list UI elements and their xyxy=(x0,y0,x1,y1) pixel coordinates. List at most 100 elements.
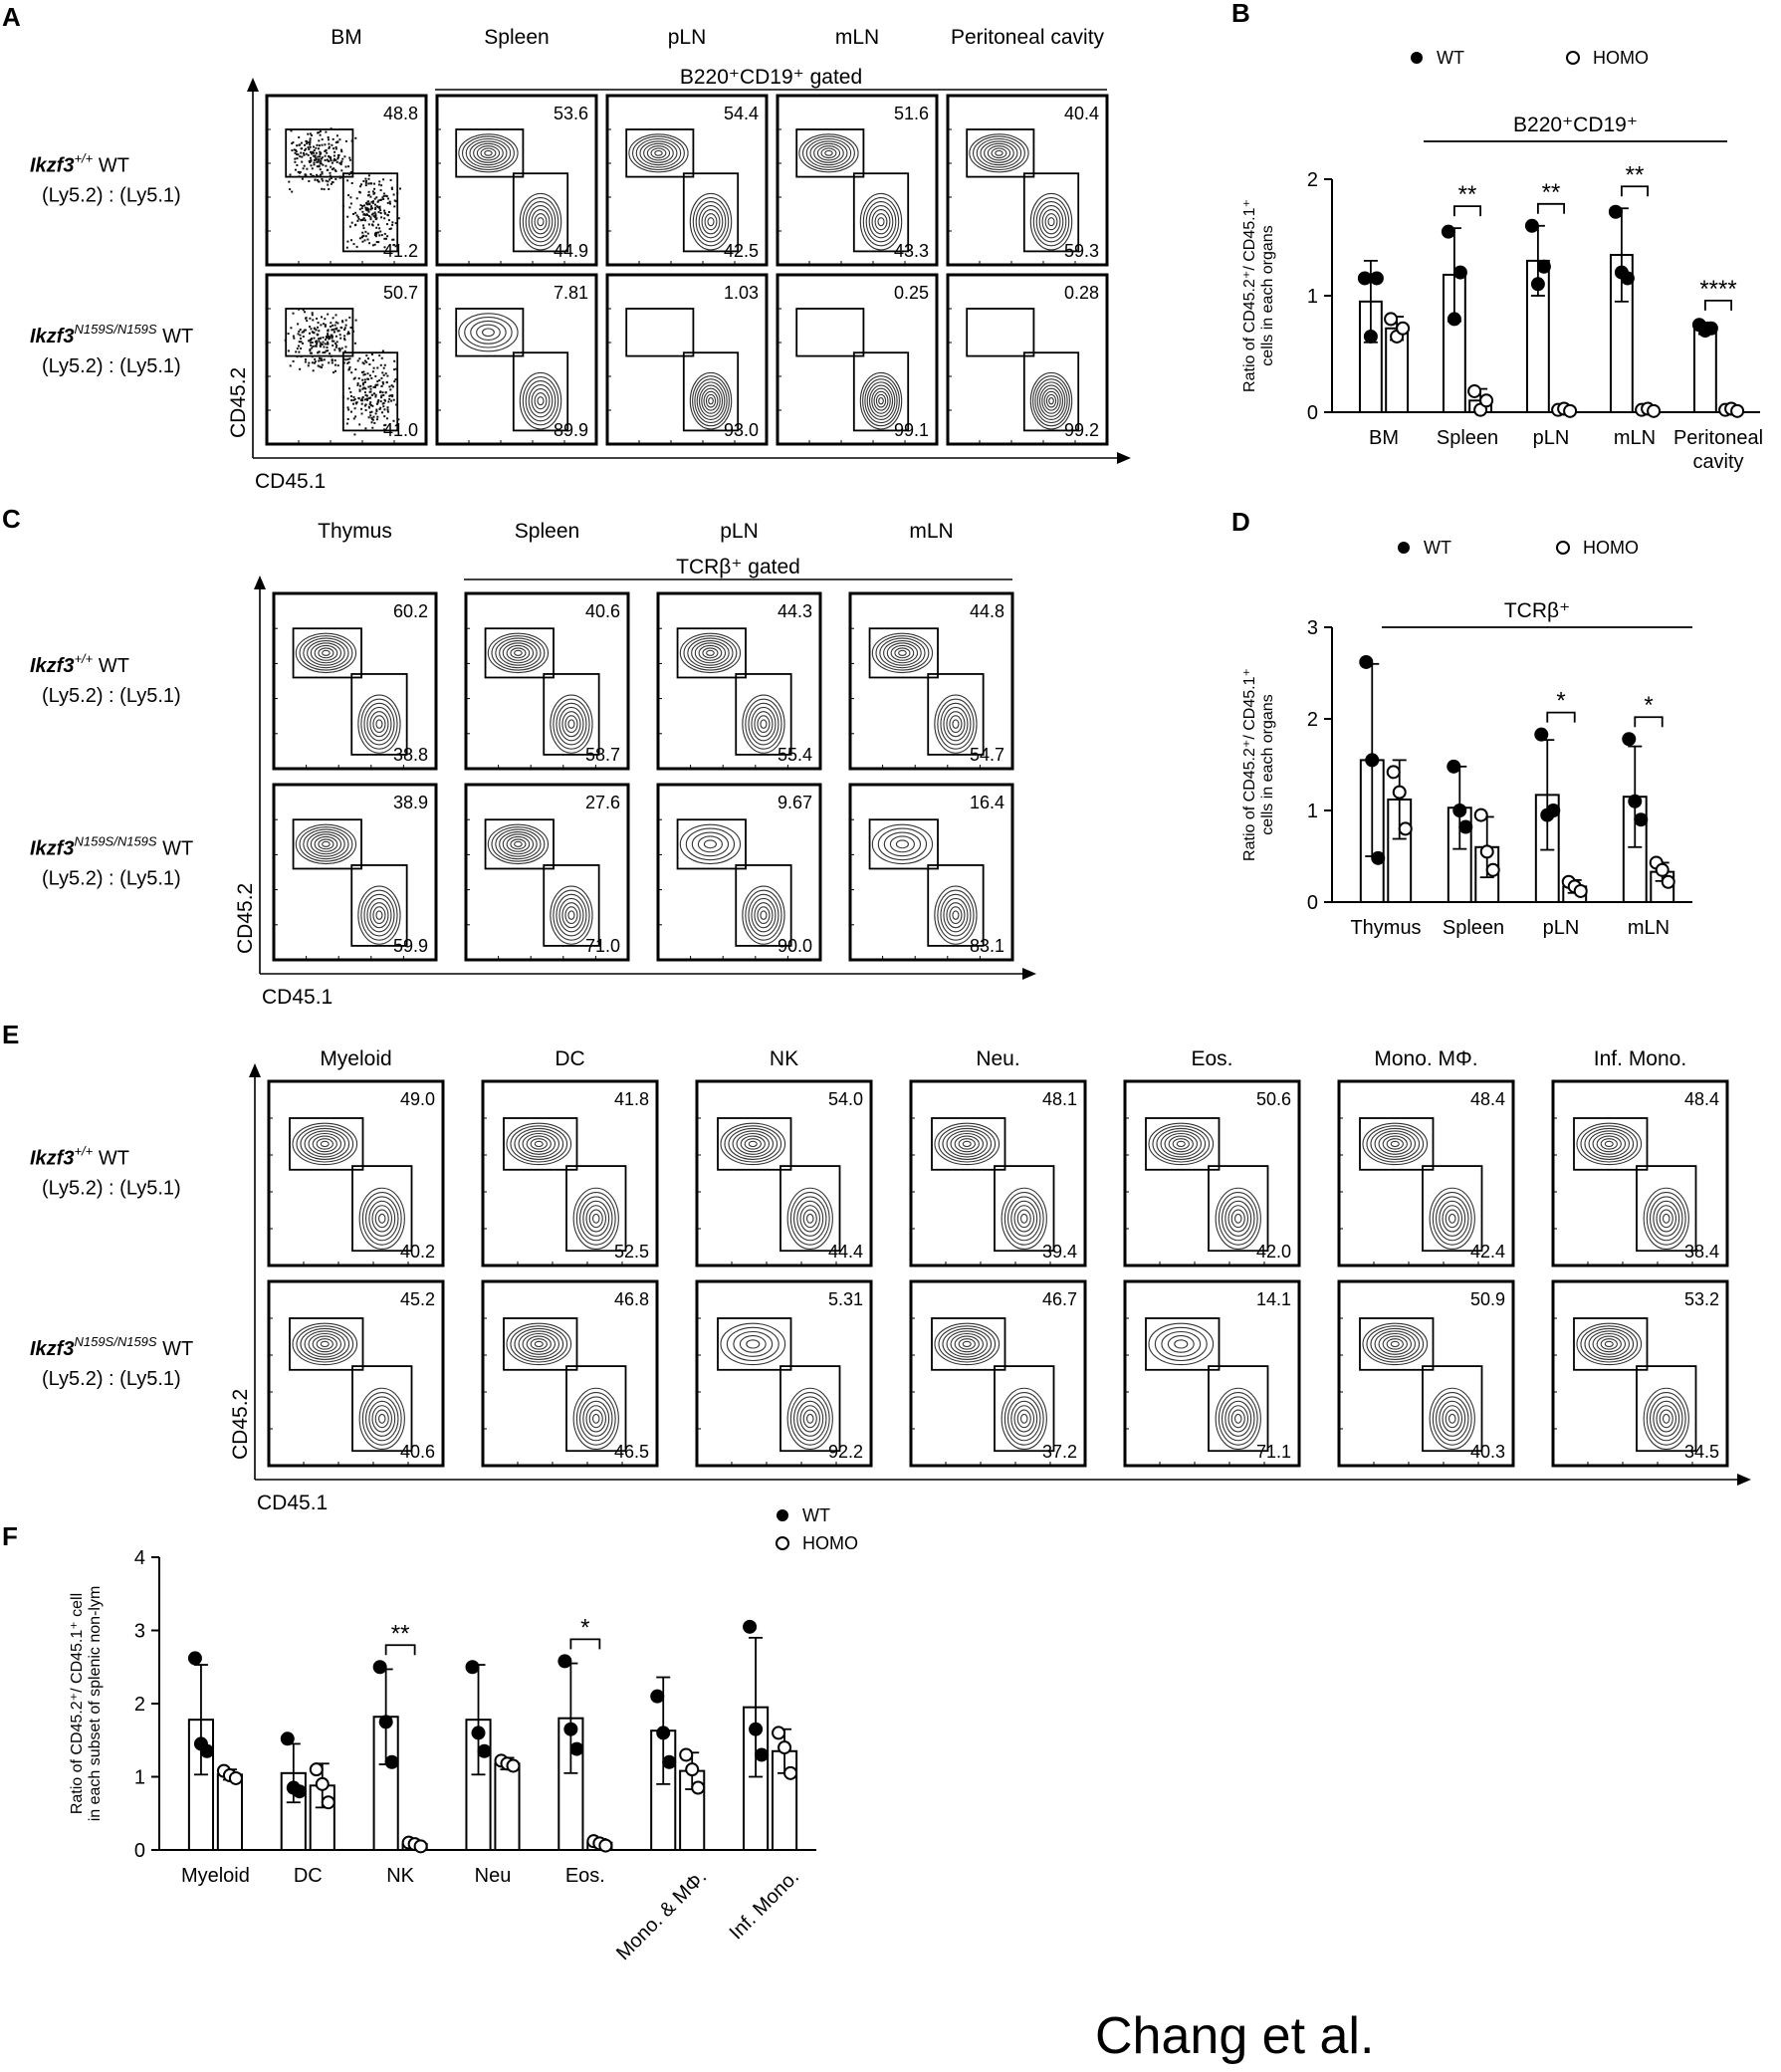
event-dot xyxy=(316,165,319,168)
event-dot xyxy=(361,378,364,381)
legend-marker-homo xyxy=(776,1536,789,1550)
event-dot xyxy=(369,414,372,417)
contour-line xyxy=(691,831,730,857)
event-dot xyxy=(350,182,353,184)
data-point-wt xyxy=(384,1754,399,1769)
event-dot xyxy=(349,196,352,199)
event-dot xyxy=(377,231,379,234)
event-dot xyxy=(331,329,334,332)
event-dot xyxy=(372,215,375,218)
event-dot xyxy=(374,235,377,238)
data-point-homo xyxy=(228,1770,243,1785)
y-tick-label: 3 xyxy=(1307,617,1318,639)
contour-line xyxy=(308,1132,342,1155)
gate-upper-left xyxy=(868,818,939,870)
event-dot xyxy=(319,155,322,158)
event-dot xyxy=(328,160,331,163)
gate-percent-bottom: 44.9 xyxy=(554,241,588,261)
event-dot xyxy=(373,187,376,190)
legend-label-wt: WT xyxy=(1437,48,1464,68)
gate-upper-left xyxy=(1573,1317,1649,1371)
event-dot xyxy=(349,390,352,393)
contour-line xyxy=(742,885,785,945)
event-dot xyxy=(371,404,374,407)
y-axis-label-line1: Ratio of CD45.2⁺/ CD45.1⁺ xyxy=(1241,668,1258,861)
data-point-wt xyxy=(378,1715,393,1729)
event-dot xyxy=(374,383,377,386)
significance-bracket xyxy=(1546,711,1576,723)
event-dot xyxy=(298,136,301,138)
contour-line xyxy=(372,906,386,925)
event-dot xyxy=(330,165,333,168)
category-label: Eos. xyxy=(565,1865,605,1887)
event-dot xyxy=(353,342,356,345)
genotype-label-homo-line2: (Ly5.2) : (Ly5.1) xyxy=(42,867,181,889)
contour-line xyxy=(591,1413,600,1424)
gate-percent-bottom: 46.5 xyxy=(614,1442,649,1462)
event-dot xyxy=(315,158,318,161)
event-dot xyxy=(331,143,334,146)
event-dot xyxy=(317,326,320,329)
contour-line xyxy=(464,317,513,348)
contour-line xyxy=(514,1127,564,1160)
contour-line xyxy=(813,142,844,163)
event-dot xyxy=(317,175,320,178)
gate-upper-left xyxy=(455,308,525,357)
event-dot xyxy=(318,144,321,147)
gate-upper-left xyxy=(285,128,354,178)
data-point-wt xyxy=(1447,312,1461,327)
event-dot xyxy=(378,391,381,393)
contour-line xyxy=(751,706,777,742)
contour-line xyxy=(1152,1125,1211,1163)
event-dot xyxy=(321,156,324,159)
category-label: pLN xyxy=(1533,427,1570,449)
x-axis-label: CD45.1 xyxy=(262,986,333,1009)
contour-line xyxy=(1432,1192,1472,1246)
gate-percent-top: 14.1 xyxy=(1256,1289,1291,1309)
event-dot xyxy=(392,238,395,241)
contour-line xyxy=(564,906,578,925)
contour-line xyxy=(1592,1132,1627,1155)
contour-line xyxy=(588,1409,603,1429)
gate-upper-left xyxy=(292,818,362,870)
data-point-homo xyxy=(1467,383,1482,398)
event-dot xyxy=(369,218,372,221)
contour-line xyxy=(1029,192,1073,251)
data-point-homo xyxy=(1384,312,1399,327)
event-dot xyxy=(348,156,351,159)
contour-line xyxy=(1154,1326,1208,1362)
event-dot xyxy=(297,333,300,336)
data-point-homo xyxy=(1655,862,1670,877)
contour-line xyxy=(748,702,779,746)
event-dot xyxy=(317,160,320,163)
gate-percent-top: 48.8 xyxy=(383,104,418,123)
y-tick-label: 0 xyxy=(134,1840,145,1862)
event-dot xyxy=(300,141,303,144)
event-dot xyxy=(296,153,299,156)
event-dot xyxy=(354,211,357,214)
contour-line xyxy=(364,1196,399,1242)
contour-line xyxy=(1390,1140,1400,1148)
event-dot xyxy=(310,328,313,331)
contour-line xyxy=(940,702,972,746)
event-dot xyxy=(363,359,366,362)
event-dot xyxy=(307,146,310,149)
contour-line xyxy=(739,1335,767,1353)
event-dot xyxy=(367,210,370,213)
flow-plot-frame xyxy=(656,783,822,962)
contour-line xyxy=(746,1339,761,1349)
event-dot xyxy=(393,380,396,383)
event-dot xyxy=(331,361,334,364)
contour-line xyxy=(1038,205,1064,239)
event-dot xyxy=(337,153,340,156)
event-dot xyxy=(349,170,352,173)
genotype-superscript: +/+ xyxy=(74,651,93,666)
event-dot xyxy=(336,157,339,160)
event-dot xyxy=(382,195,385,197)
event-dot xyxy=(364,177,367,180)
contour-line xyxy=(1038,384,1064,417)
event-dot xyxy=(290,327,293,330)
event-dot xyxy=(376,401,379,404)
event-dot xyxy=(362,381,364,384)
gate-upper-left xyxy=(289,1317,364,1371)
